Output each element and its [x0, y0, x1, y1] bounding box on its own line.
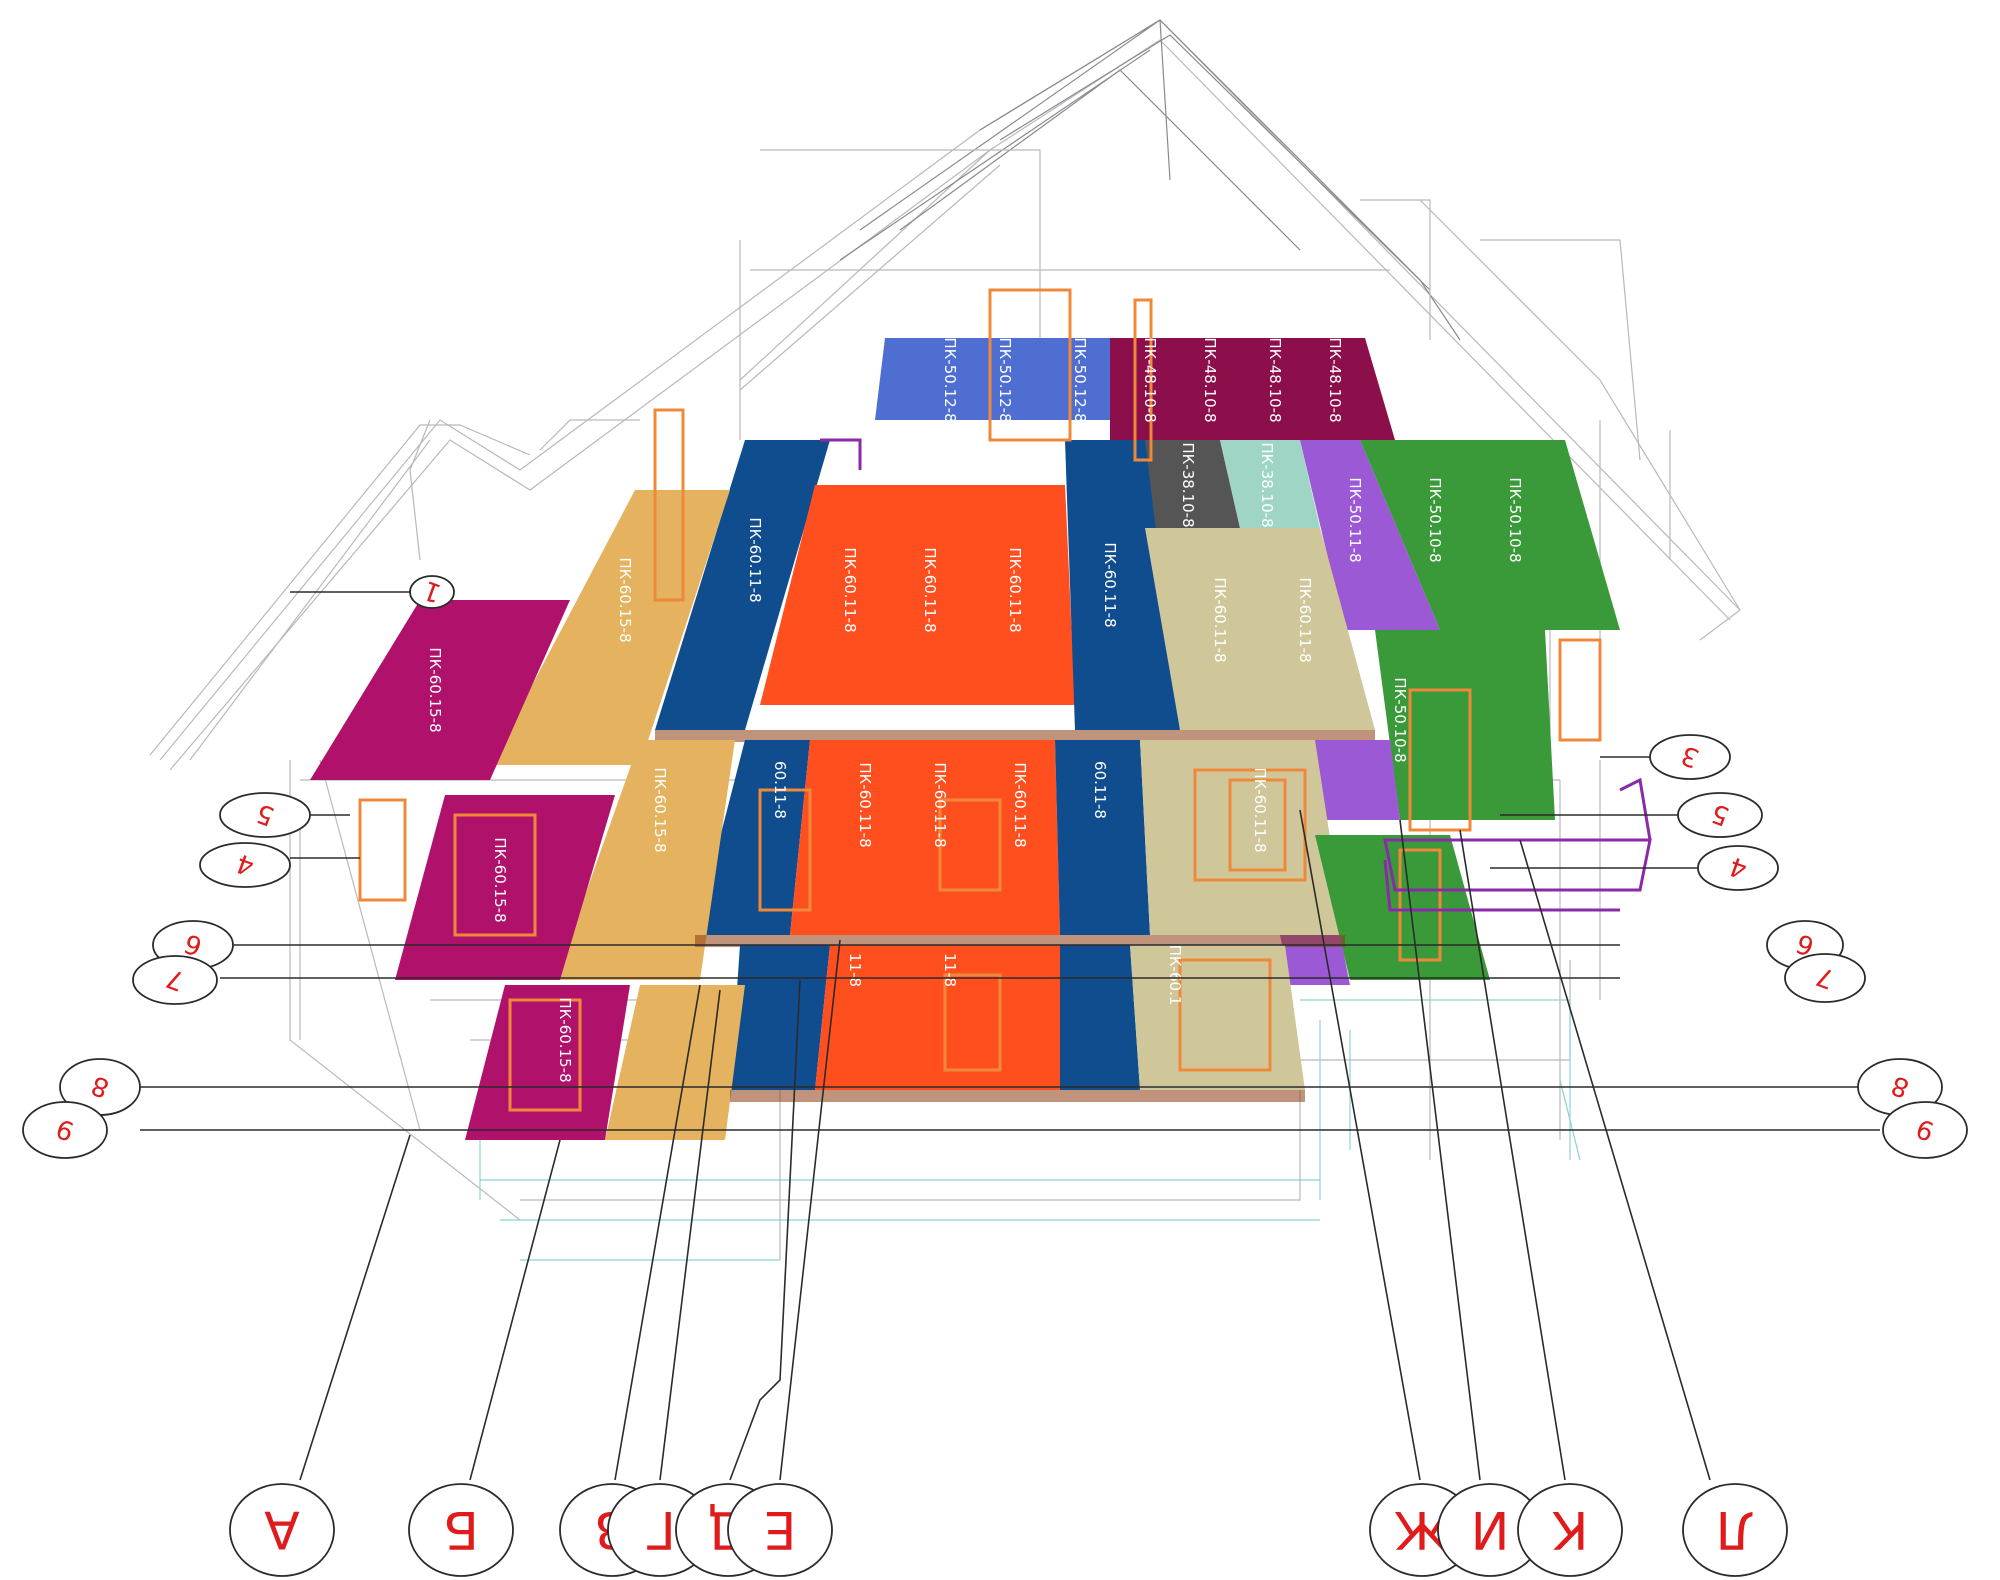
label-orange-low-frag-2: 11-8 [941, 953, 959, 987]
slab-purple-upper [1300, 440, 1440, 630]
axis-bubble-K: К [1517, 1483, 1623, 1577]
label-top-blue-1: ПК-50.12-8 [941, 337, 959, 422]
slab-tan-low [605, 985, 745, 1140]
axis-bubble-B: Б [408, 1483, 514, 1577]
label-purple-upper: ПК-50.11-8 [1346, 477, 1364, 562]
axis-label-E: Е [764, 1499, 797, 1559]
foundation-wireframe [479, 999, 1581, 1261]
axis-bubble-left-1: 1 [409, 574, 455, 609]
label-grey: ПК-38.10-8 [1179, 442, 1197, 527]
label-blue-upper: ПК-60.11-8 [746, 517, 764, 602]
slab-tan-mid [555, 740, 735, 980]
axis-bubble-L: Л [1682, 1483, 1788, 1577]
slab-blue-low-left [730, 945, 830, 1090]
label-beige-low-frag: ПК-60.1 [1166, 945, 1184, 1006]
roof-wireframe [149, 19, 1741, 780]
label-blue-mid-upper: ПК-60.11-8 [1101, 542, 1119, 627]
label-tan-mid: ПК-60.15-8 [651, 767, 669, 852]
axis-label-B: Б [443, 1499, 479, 1559]
slab-labels: ПК-50.12-8 ПК-50.12-8 ПК-50.12-8 ПК-48.1… [426, 337, 1524, 1082]
slab-orange-upper [760, 485, 1075, 705]
axis-label-L: Л [1715, 1499, 1754, 1559]
slab-green-mid [1375, 630, 1555, 820]
slab-purple-mid-lower [1280, 935, 1350, 985]
slab-blue-mid-upper [1065, 440, 1180, 730]
number-axis-bubbles: 1 5 4 6 7 8 9 3 [22, 574, 1968, 1159]
slab-magenta-upper [310, 600, 570, 780]
slab-beige-low [1130, 945, 1305, 1090]
slab-beige-mid [1140, 740, 1345, 935]
axis-bubble-left-7: 7 [132, 955, 218, 1005]
label-beige-upper-2: ПК-60.11-8 [1296, 577, 1314, 662]
slab-blue-upper [655, 440, 830, 730]
label-wine-3: ПК-48.10-8 [1266, 337, 1284, 422]
orange-frames [358, 288, 1602, 1112]
letter-axis-bubbles: А Б В Г Д Е Ж И [229, 1483, 1788, 1577]
slab-tan-upper [490, 490, 730, 765]
axis-bubble-left-5: 5 [219, 792, 311, 838]
axis-bubble-right-3: 3 [1649, 734, 1731, 780]
axis-bubble-E: Е [727, 1483, 833, 1577]
label-wine-2: ПК-48.10-8 [1201, 337, 1219, 422]
axis-leader-lines [140, 591, 1880, 1481]
slab-edge-upper [655, 730, 1375, 742]
axis-label-G: Г [644, 1499, 676, 1559]
slab-magenta-mid [395, 795, 615, 980]
label-top-blue-3: ПК-50.12-8 [1071, 337, 1089, 422]
label-magenta-mid: ПК-60.15-8 [491, 837, 509, 922]
label-wine-4: ПК-48.10-8 [1326, 337, 1344, 422]
slab-blue-mid-right [1055, 740, 1150, 935]
label-orange-mid-3: ПК-60.11-8 [1011, 762, 1029, 847]
label-blue-mid-frag: 60.11-8 [771, 761, 789, 819]
axis-bubble-left-4: 4 [199, 842, 291, 888]
label-tan-upper: ПК-60.15-8 [616, 557, 634, 642]
slab-orange-mid [790, 740, 1060, 935]
slab-magenta-low [465, 985, 630, 1140]
label-top-blue-2: ПК-50.12-8 [996, 337, 1014, 422]
top-floor-slabs [310, 338, 1620, 780]
slab-green-mid-lower [1315, 835, 1490, 980]
label-orange-mid-2: ПК-60.11-8 [931, 762, 949, 847]
axis-label-A: А [264, 1499, 300, 1559]
slab-purple-mid [1300, 740, 1400, 820]
slab-edge-low [730, 1090, 1305, 1102]
label-blue-mid-right-frag: 60.11-8 [1091, 761, 1109, 819]
slab-green-upper [1360, 440, 1620, 630]
axis-bubble-right-4: 4 [1697, 845, 1779, 891]
label-mint: ПК-38.10-8 [1258, 442, 1276, 527]
label-wine-1: ПК-48.10-8 [1141, 337, 1159, 422]
label-orange-upper-3: ПК-60.11-8 [1006, 547, 1024, 632]
label-magenta-low: ПК-60.15-8 [556, 997, 574, 1082]
label-green-mid: ПК-50.10-8 [1391, 677, 1409, 762]
slab-blue-low-right [1060, 945, 1140, 1090]
label-orange-upper-1: ПК-60.11-8 [841, 547, 859, 632]
slab-beige-upper [1145, 528, 1375, 730]
axis-label-K: К [1552, 1499, 1589, 1559]
label-green-upper-2: ПК-50.10-8 [1506, 477, 1524, 562]
slab-mint [1220, 440, 1320, 528]
purple-balcony [820, 438, 1652, 912]
label-beige-upper-1: ПК-60.11-8 [1211, 577, 1229, 662]
slab-wine [1110, 338, 1395, 440]
axis-bubble-right-7: 7 [1784, 953, 1866, 1003]
axis-bubble-right-9: 9 [1882, 1101, 1968, 1159]
slab-edge-mid [695, 935, 1345, 947]
axis-bubble-A: А [229, 1483, 335, 1577]
axis-label-I: И [1471, 1499, 1510, 1559]
label-orange-low-frag-1: 11-8 [846, 953, 864, 987]
slab-periwinkle [875, 338, 1110, 420]
label-orange-mid-1: ПК-60.11-8 [856, 762, 874, 847]
label-beige-mid: ПК-60.11-8 [1251, 767, 1269, 852]
slab-grey [1145, 440, 1240, 528]
label-green-upper-1: ПК-50.10-8 [1426, 477, 1444, 562]
axis-bubble-left-9: 9 [22, 1101, 108, 1159]
middle-floor-slabs [395, 630, 1555, 985]
label-orange-upper-2: ПК-60.11-8 [921, 547, 939, 632]
label-magenta-upper: ПК-60.15-8 [426, 647, 444, 732]
axis-bubble-left-8: 8 [59, 1058, 141, 1116]
axis-bubble-right-5: 5 [1677, 792, 1763, 838]
